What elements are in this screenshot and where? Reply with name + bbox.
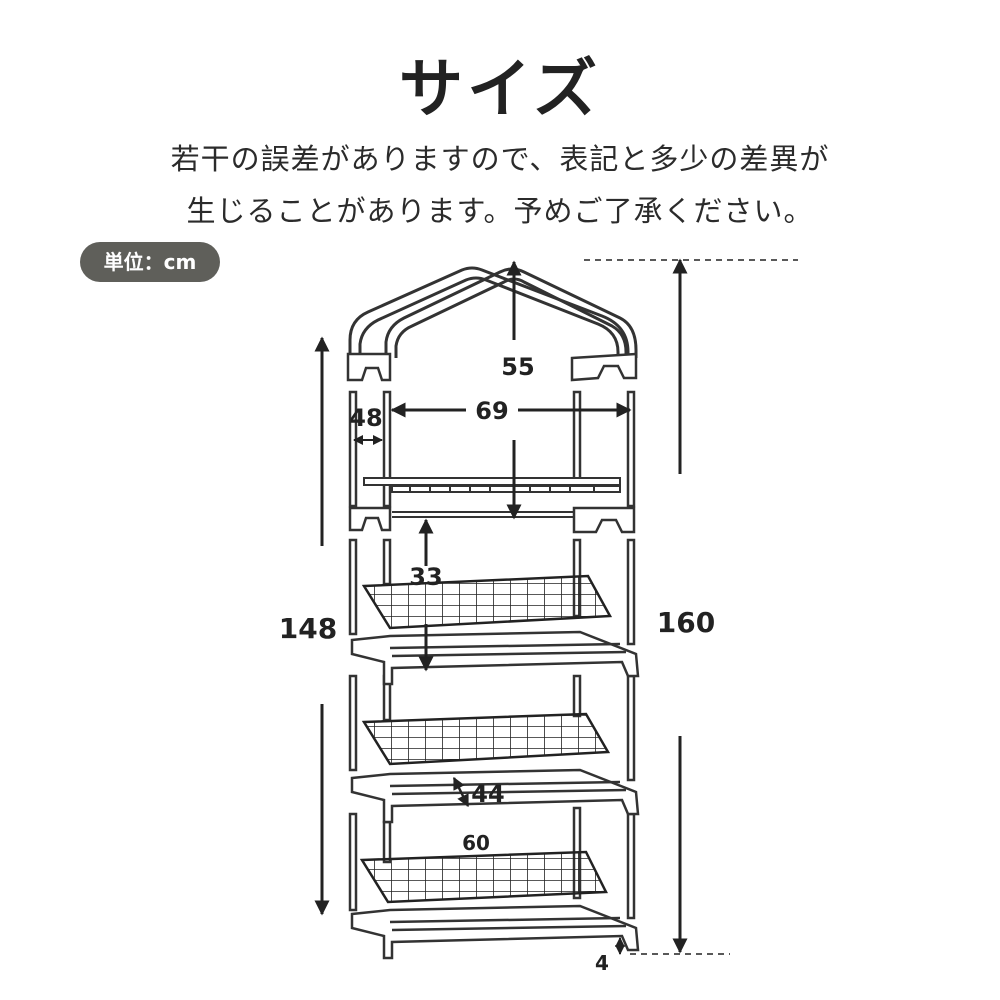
dimension-lines (314, 258, 688, 955)
shelf-depth-label: 44 (471, 780, 504, 808)
note-line-1: 若干の誤差がありますので、表記と多少の差異が (170, 142, 830, 176)
shelf-gap-label: 33 (409, 563, 442, 591)
unit-badge: 単位：cm (80, 242, 220, 282)
foot-height-label: 4 (595, 951, 609, 975)
width-label: 69 (475, 397, 508, 425)
total-height-label: 160 (657, 606, 715, 639)
depth-label: 48 (349, 404, 382, 432)
reference-lines (584, 259, 798, 955)
wire-shelf (361, 574, 613, 630)
page-title: サイズ (398, 53, 602, 127)
roof-height-label: 55 (501, 353, 534, 381)
roof-frame (348, 266, 638, 358)
shelf-supports (350, 630, 640, 960)
top-connectors (346, 352, 638, 534)
note-line-2: 生じることがあります。予めご了承ください。 (186, 194, 814, 228)
wire-shelf (359, 850, 608, 904)
wire-shelf (361, 712, 611, 766)
frame-height-label: 148 (279, 612, 337, 645)
shelf-width-label: 60 (462, 831, 490, 855)
top-shelf (363, 477, 621, 518)
